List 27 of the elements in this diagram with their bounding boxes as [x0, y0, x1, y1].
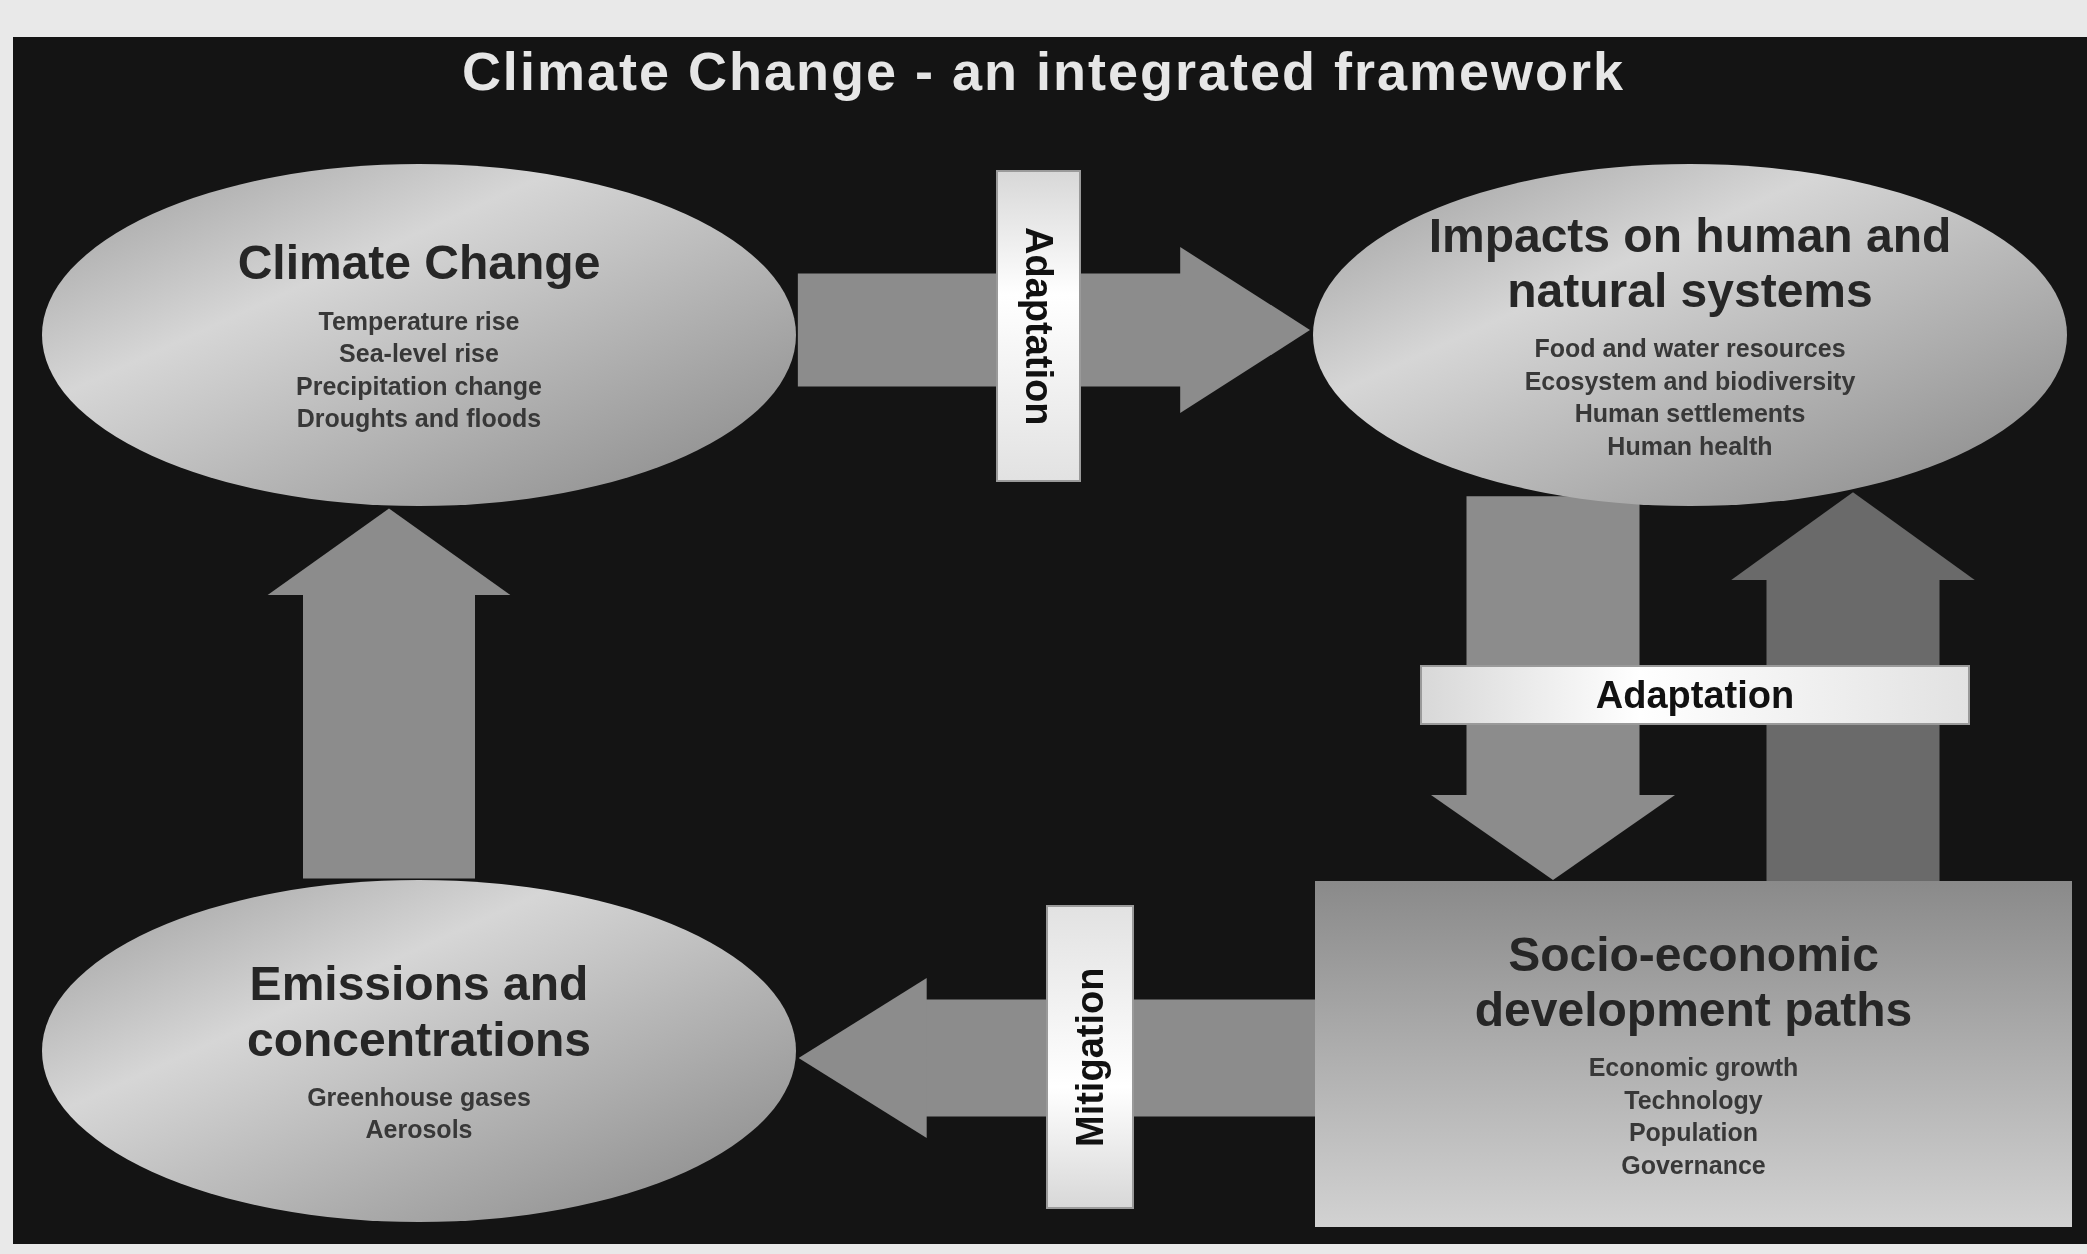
list-item: Technology [1624, 1084, 1763, 1116]
list-item: Ecosystem and biodiversity [1524, 365, 1856, 397]
list-item: Population [1628, 1117, 1759, 1149]
list-item: Food and water resources [1534, 333, 1846, 365]
node-heading: Climate Change [237, 235, 601, 291]
list-item: Temperature rise [318, 305, 520, 337]
edge-label: Adaptation [996, 170, 1081, 482]
block-arrow [1431, 496, 1675, 880]
list-item: Droughts and floods [296, 403, 542, 435]
list-item: Economic growth [1588, 1052, 1799, 1084]
node-heading: Emissions and concentrations [245, 956, 593, 1067]
list-item: Greenhouse gases [307, 1081, 531, 1113]
list-item: Human health [1607, 430, 1773, 462]
block-arrow [798, 978, 1315, 1138]
node-heading: Impacts on human and natural systems [1427, 207, 1953, 319]
list-item: Human settlements [1574, 398, 1806, 430]
list-item: Precipitation change [296, 370, 542, 402]
node-heading: Socio-economic development paths [1473, 926, 1914, 1038]
block-arrow [1731, 492, 1975, 881]
list-item: Aerosols [365, 1114, 473, 1146]
edge-label: Adaptation [1420, 665, 1970, 725]
list-item: Governance [1621, 1149, 1766, 1181]
edge-label: Mitigation [1046, 905, 1134, 1209]
diagram-title: Climate Change - an integrated framework [460, 40, 1627, 102]
list-item: Sea-level rise [339, 338, 499, 370]
block-arrow [797, 247, 1311, 413]
block-arrow [267, 508, 511, 879]
